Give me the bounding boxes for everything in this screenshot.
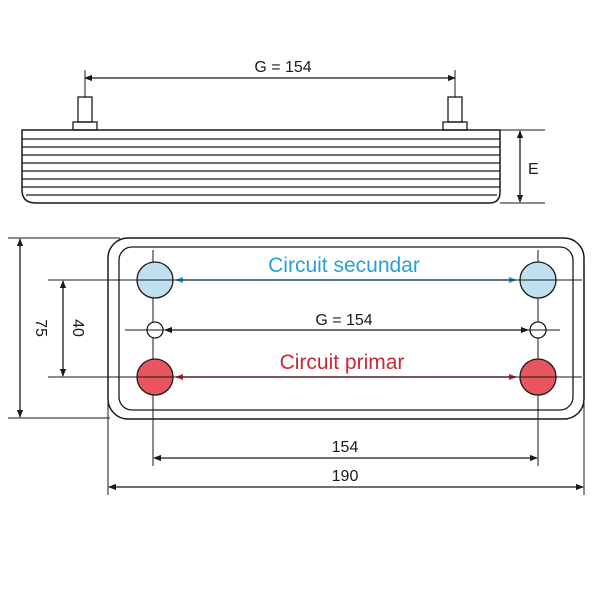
dim-75-label: 75 [32,319,49,337]
front-plate-outer [107,237,585,420]
front-view: 75 40 Circuit secundar G = 154 Circuit p… [8,237,585,495]
dim-190-label: 190 [332,468,359,485]
side-connector-left [72,96,98,131]
port-crosshairs [48,279,582,378]
side-view: G = 154 E [21,59,545,204]
dim-154-label: 154 [332,439,359,456]
dim-40-label: 40 [69,319,86,337]
middle-dimension-label: G = 154 [315,312,372,329]
side-dimension-label: G = 154 [254,59,311,76]
circuit-primary-label: Circuit primar [280,351,405,374]
side-e-label: E [528,161,539,178]
side-plate-lines [22,138,500,196]
circuit-secondary-label: Circuit secundar [268,254,420,277]
side-plate-stack [21,129,501,204]
front-plate-inner [118,246,574,411]
side-connector-right [442,96,468,131]
